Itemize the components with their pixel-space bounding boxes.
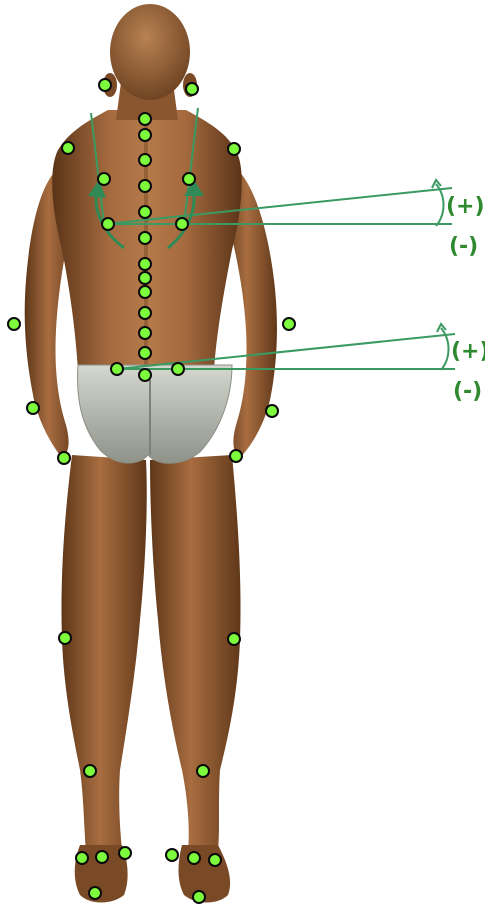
landmark-marker [139, 327, 151, 339]
landmark-marker [193, 891, 205, 903]
landmark-marker [139, 206, 151, 218]
head [110, 4, 190, 100]
landmark-marker [139, 272, 151, 284]
landmark-marker [139, 113, 151, 125]
pelvis-negative-label: (-) [453, 381, 482, 403]
landmark-marker [228, 143, 240, 155]
pelvis-positive-label: (+) [451, 341, 485, 363]
landmark-marker [62, 142, 74, 154]
landmark-marker [172, 363, 184, 375]
landmark-marker [139, 286, 151, 298]
landmark-marker [102, 218, 114, 230]
landmark-marker [89, 887, 101, 899]
briefs [78, 365, 232, 463]
landmark-marker [188, 852, 200, 864]
landmark-marker [186, 83, 198, 95]
left-leg [61, 455, 146, 850]
landmark-marker [183, 173, 195, 185]
landmark-marker [139, 232, 151, 244]
landmark-marker [59, 632, 71, 644]
landmark-marker [27, 402, 39, 414]
landmark-marker [266, 405, 278, 417]
landmark-marker [139, 347, 151, 359]
landmark-marker [98, 173, 110, 185]
landmark-marker [8, 318, 20, 330]
landmark-marker [111, 363, 123, 375]
landmark-marker [139, 129, 151, 141]
scapula-positive-label: (+) [446, 196, 485, 218]
scapula-negative-label: (-) [449, 236, 478, 258]
landmark-marker [283, 318, 295, 330]
landmark-marker [76, 852, 88, 864]
landmark-marker [139, 258, 151, 270]
landmark-marker [228, 633, 240, 645]
landmark-marker [58, 452, 70, 464]
landmark-marker [119, 847, 131, 859]
landmark-marker [139, 369, 151, 381]
landmark-marker [230, 450, 242, 462]
landmark-marker [176, 218, 188, 230]
landmark-marker [84, 765, 96, 777]
landmark-marker [139, 154, 151, 166]
landmark-marker [99, 79, 111, 91]
landmark-marker [209, 854, 221, 866]
landmark-marker [139, 180, 151, 192]
landmark-marker [139, 307, 151, 319]
right-leg [150, 455, 241, 850]
landmark-marker [96, 851, 108, 863]
landmark-marker [166, 849, 178, 861]
landmark-marker [197, 765, 209, 777]
